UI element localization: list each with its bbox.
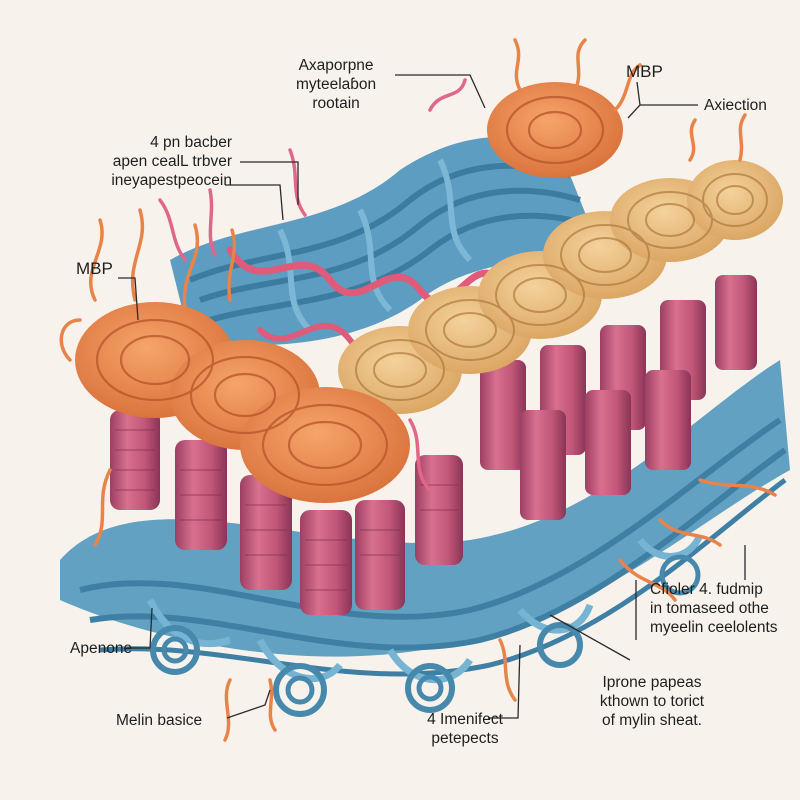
label-line: Apenone <box>70 640 133 657</box>
label-upper-left: 4 pn bacber apen cealL trbver ineyapestp… <box>66 133 232 190</box>
label-apenone: Apenone <box>70 639 132 658</box>
orange-protein-coils <box>75 82 623 503</box>
label-line: petepects <box>431 730 499 747</box>
label-line: 4 pn bacber <box>150 134 232 151</box>
label-mbp-top: MBP <box>626 62 663 81</box>
label-line: rootain <box>312 95 360 112</box>
label-line: 4 Imenifect <box>427 711 503 728</box>
label-line: Iprone papeas <box>602 674 702 691</box>
label-line: in tomaseed othe <box>650 600 769 617</box>
label-line: Melin basice <box>116 712 203 729</box>
label-axaporpne-protein: Axaporpne myteelaɓon rootain <box>296 56 376 113</box>
blue-top-layer <box>170 136 600 346</box>
membrane-cylinders-back <box>480 275 757 520</box>
label-axiection: Axiection <box>704 96 767 115</box>
label-line: myeelin ceelolents <box>650 619 778 636</box>
label-line: Cfioler 4. fudmip <box>650 581 763 598</box>
label-mbp-left: MBP <box>76 259 113 278</box>
label-line: apen cealL trbver <box>112 153 232 170</box>
label-line: MBP <box>626 62 663 81</box>
orange-tendrils <box>59 38 777 742</box>
label-line: Axaporpne <box>298 57 374 74</box>
label-right-bottom: Iprone papeas kthown to torict of mylin … <box>572 673 732 730</box>
label-melin-basice: Melin basice <box>116 711 202 730</box>
label-line: MBP <box>76 259 113 278</box>
tan-protein-coils <box>338 160 783 414</box>
label-line: Axiection <box>704 97 767 114</box>
membrane-cylinders-front <box>110 410 463 615</box>
label-line: kthown to torict <box>599 693 705 710</box>
label-line: ineyapestpeocein <box>111 172 232 189</box>
leader-lines <box>118 74 746 719</box>
label-right-middle: Cfioler 4. fudmip in tomaseed othe myeel… <box>650 580 778 637</box>
label-line: of mylin sheat. <box>602 712 702 729</box>
label-bottom-center: 4 Imenifect petepects <box>405 710 525 748</box>
label-line: myteelaɓon <box>296 76 377 93</box>
